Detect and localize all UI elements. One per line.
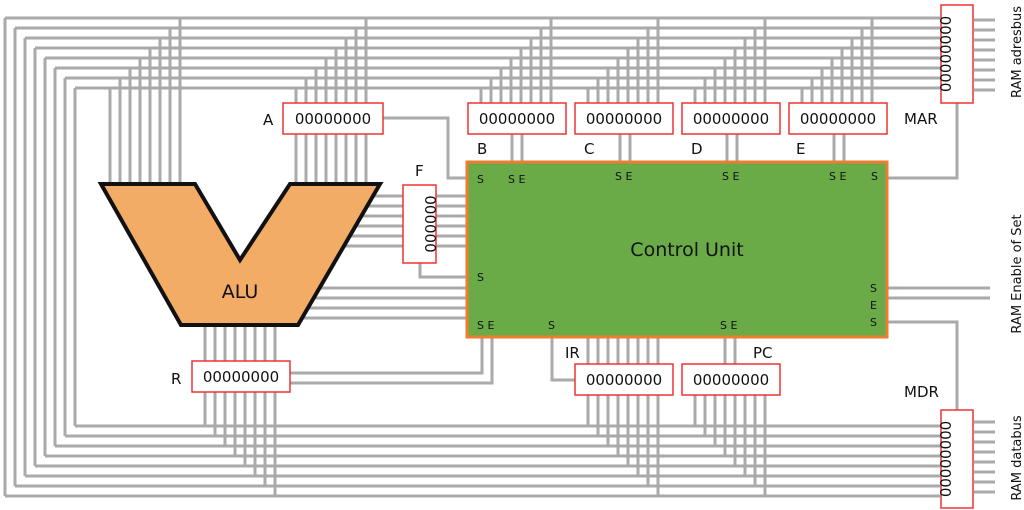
register-pc-box (681, 363, 781, 396)
pin-a-set: S (477, 173, 484, 186)
register-b-label: B (477, 140, 487, 158)
register-e-box (788, 102, 888, 135)
pin-f-set: S (477, 271, 484, 284)
register-b-box (467, 102, 567, 135)
wires (3, 16, 995, 498)
register-e-value: 00000000 (800, 110, 876, 128)
pin-ram-enable: E (870, 299, 877, 312)
pin-b: S E (508, 173, 525, 186)
register-e-label: E (796, 140, 805, 158)
register-b-value: 00000000 (479, 110, 555, 128)
register-a-box (282, 102, 384, 135)
register-c-box (574, 102, 674, 135)
register-r-box (191, 360, 291, 393)
register-mar-box (940, 4, 974, 104)
a-control-wire (383, 116, 467, 180)
register-pc: 00000000 PC (681, 344, 781, 396)
pin-ir-set: S (548, 319, 555, 332)
alu-shape (97, 182, 384, 327)
register-d: 00000000 D (681, 102, 781, 158)
ram-address-bus-label: RAM adresbus (1010, 6, 1024, 98)
register-f-label: F (415, 162, 424, 180)
register-c-value: 00000000 (586, 110, 662, 128)
register-f-box (402, 184, 437, 264)
pin-ram-set: S (870, 282, 877, 295)
register-pc-label: PC (753, 344, 773, 362)
pin-c: S E (615, 170, 632, 183)
register-r-value: 00000000 (203, 368, 279, 386)
register-b: 00000000 B (467, 102, 567, 158)
mar-control-wire (887, 103, 959, 180)
f-control-wire (418, 263, 467, 279)
control-unit-box (465, 160, 889, 339)
register-f-value: 000000 (421, 195, 439, 252)
register-r: 00000000 R (171, 360, 291, 393)
register-mdr-value: 00000000 (937, 421, 955, 497)
pin-r: S E (477, 319, 494, 332)
register-mar-label: MAR (904, 110, 938, 128)
register-f: 000000 F (402, 162, 439, 264)
alu-label: ALU (222, 281, 259, 303)
register-pc-value: 00000000 (693, 371, 769, 389)
register-e: 00000000 E (788, 102, 888, 158)
r-set-wire (290, 337, 484, 375)
register-d-box (681, 102, 781, 135)
register-a: 00000000 A (263, 102, 384, 135)
register-d-value: 00000000 (693, 110, 769, 128)
register-mdr-box (940, 409, 974, 509)
register-ir-box (574, 363, 674, 396)
ram-data-bus-label: RAM databus (1010, 415, 1024, 501)
register-mar-value: 00000000 (937, 16, 955, 92)
register-mar: 00000000 MAR (904, 4, 974, 128)
register-mdr-label: MDR (904, 383, 939, 401)
pin-mdr-set: S (870, 316, 877, 329)
pin-mar-set: S (871, 170, 878, 183)
control-unit-title: Control Unit (630, 239, 743, 261)
alu: ALU (97, 182, 384, 327)
register-r-label: R (171, 370, 181, 388)
pin-d: S E (722, 170, 739, 183)
pin-pc: S E (720, 319, 737, 332)
pin-e: S E (829, 170, 846, 183)
register-d-label: D (691, 140, 703, 158)
register-ir-value: 00000000 (586, 371, 662, 389)
register-mdr: 00000000 MDR (904, 383, 974, 509)
register-ir: 00000000 IR (565, 344, 674, 396)
control-unit: Control Unit S S E S E S E S E S S S E S… (465, 160, 889, 339)
register-ir-label: IR (565, 344, 580, 362)
register-a-label: A (263, 111, 274, 129)
mdr-control-wire (887, 320, 959, 410)
register-a-value: 00000000 (295, 110, 371, 128)
register-c-label: C (584, 140, 594, 158)
ram-enable-set-label: RAM Enable of Set (1010, 214, 1024, 333)
ir-set-wire (550, 337, 575, 382)
r-enable-wire (290, 337, 494, 385)
register-c: 00000000 C (574, 102, 674, 158)
